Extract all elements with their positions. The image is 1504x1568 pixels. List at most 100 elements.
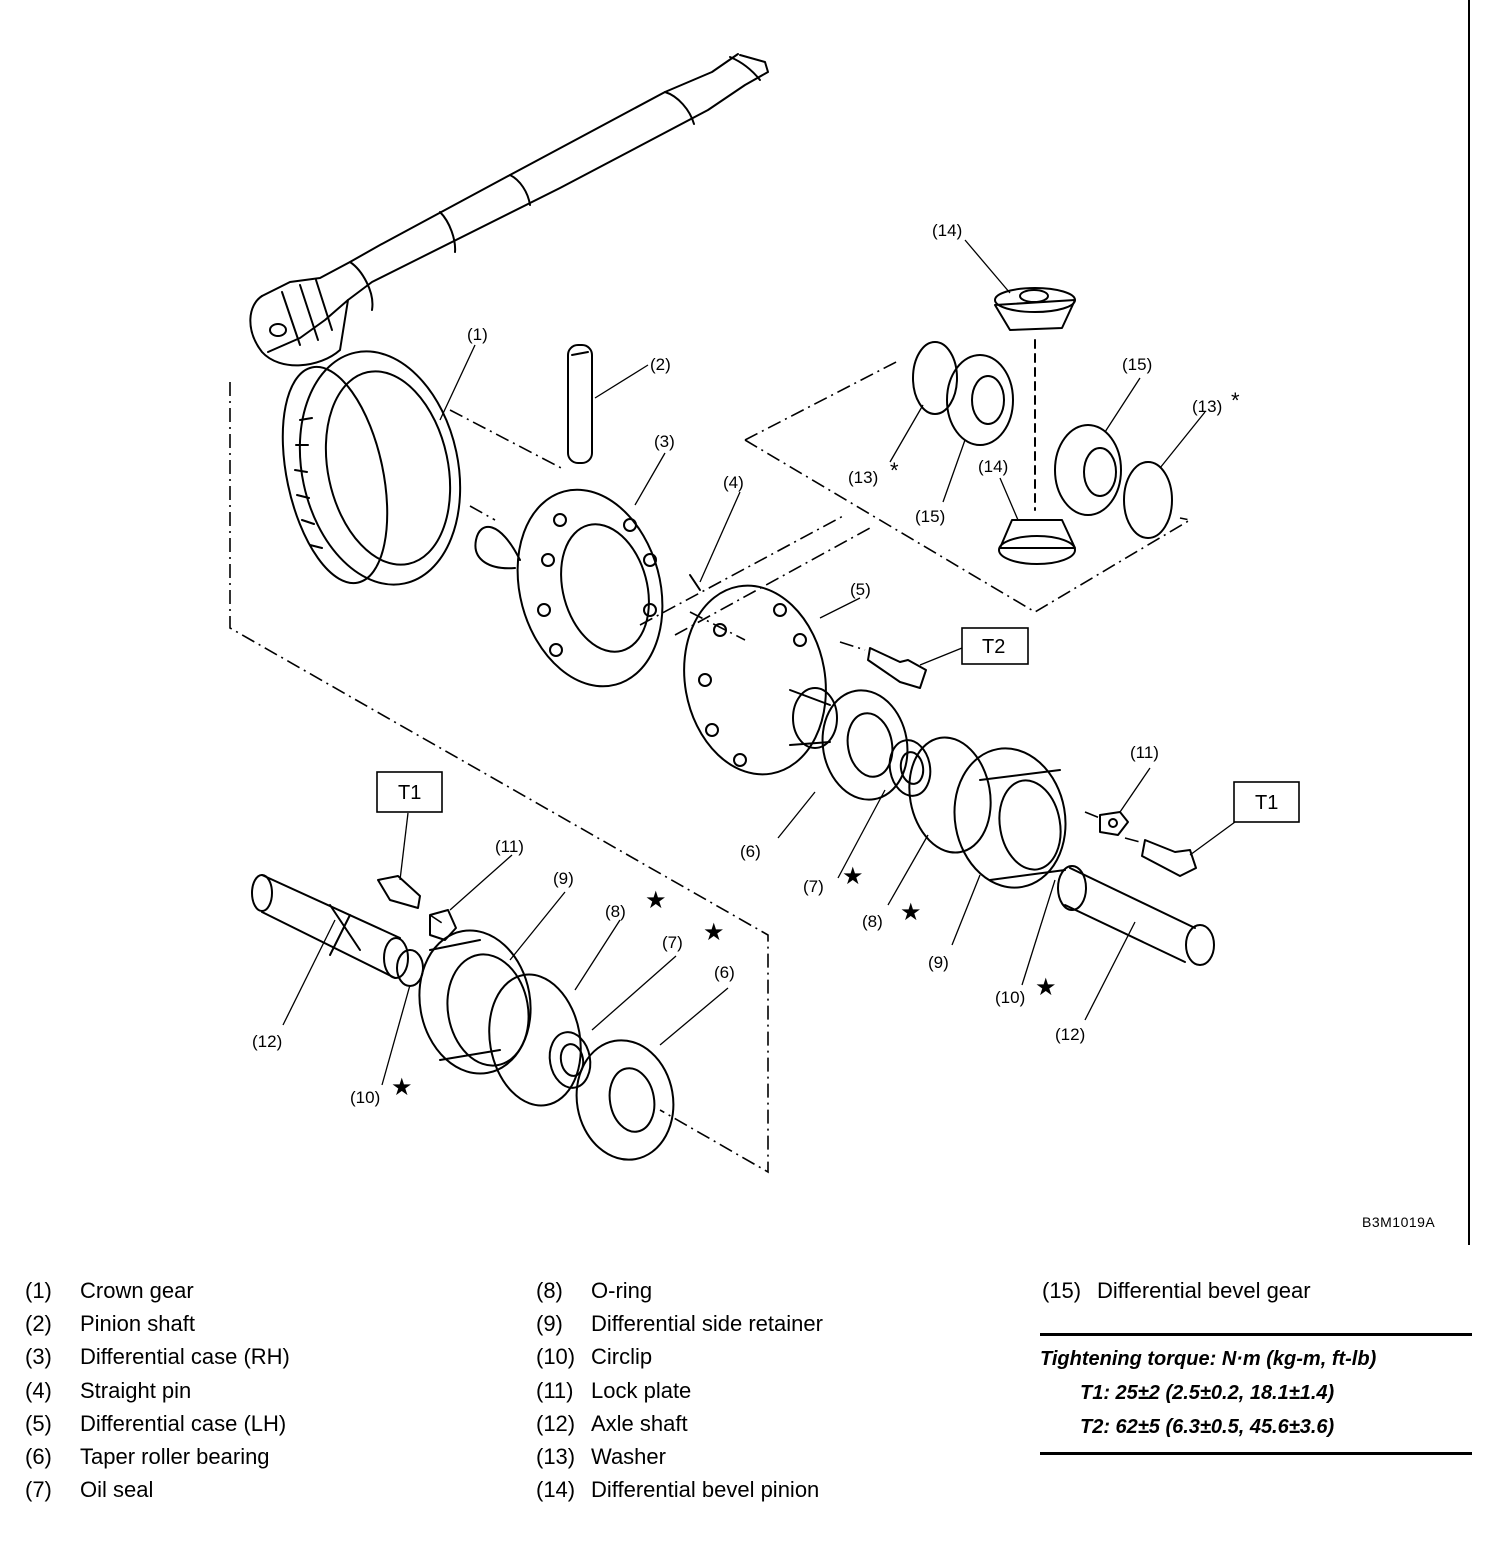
callout-3: (3): [654, 432, 675, 451]
legend-num: (2): [25, 1311, 52, 1337]
legend-num: (12): [536, 1410, 576, 1436]
callout-12-right: (12): [1055, 1025, 1085, 1044]
straight-pin: [689, 574, 701, 591]
callout-4: (4): [723, 473, 744, 492]
callout-11-right: (11): [1130, 743, 1159, 762]
legend-label: Differential side retainer: [591, 1311, 823, 1337]
callout-6-right: (6): [740, 842, 761, 861]
legend-num: (4): [25, 1377, 52, 1403]
bevel-pinion-upper: [994, 287, 1076, 331]
legend-item: (4) Straight pin: [25, 1378, 290, 1411]
bearing-lh: [575, 1039, 675, 1161]
bevel-gear-upper: [946, 354, 1014, 446]
bracket-mid: [639, 514, 871, 636]
legend-num: (9): [536, 1311, 563, 1337]
callout-2: (2): [650, 355, 671, 374]
star-8-left: ★: [645, 887, 667, 914]
drive-pinion-shaft: [249, 53, 769, 367]
callout-14-lower: (14): [978, 457, 1008, 476]
t1-box-right: [1233, 781, 1300, 823]
legend-label: Differential case (RH): [80, 1344, 290, 1370]
washer-lower: [1123, 461, 1173, 539]
legend-label: Taper roller bearing: [80, 1443, 270, 1469]
t1-label-left: T1: [398, 782, 421, 804]
legend-label: Washer: [591, 1443, 666, 1469]
legend-label: O-ring: [591, 1278, 653, 1303]
star-10-left: ★: [391, 1074, 413, 1101]
figure-id: B3M1019A: [1362, 1214, 1436, 1230]
callout-1: (1): [467, 325, 488, 344]
callout-11-left: (11): [495, 837, 524, 856]
callout-15-right: (15): [1122, 355, 1152, 374]
legend-item: (14) Differential bevel pinion: [536, 1477, 823, 1510]
right-border-line: [1468, 0, 1470, 1245]
legend-label: Pinion shaft: [80, 1311, 195, 1337]
legend-num: (14): [536, 1477, 576, 1503]
asterisk-right: *: [1231, 388, 1240, 413]
exploded-diagram: T1 T1 T2 (1) (2) (3) (4) (5) (14) (15) (…: [229, 53, 1300, 1174]
bearing-rh: [821, 689, 909, 801]
legend-label: Differential case (LH): [80, 1410, 287, 1436]
bevel-pinion-lower: [998, 519, 1076, 565]
bevel-gear-lower: [1054, 424, 1122, 516]
callout-13-left: (13): [848, 468, 878, 487]
torque-title: Tightening torque: N·m (kg-m, ft-lb): [1040, 1348, 1377, 1370]
legend-num: (15): [1042, 1278, 1082, 1303]
legend-label: Crown gear: [80, 1278, 194, 1303]
side-retainer-lh: [418, 929, 532, 1075]
lock-plate-rh: [1099, 811, 1129, 836]
legend-label: Differential bevel pinion: [591, 1477, 820, 1503]
legend-item: (5)Differential case (LH): [25, 1411, 290, 1444]
legend-label: Axle shaft: [591, 1410, 688, 1436]
t1-box-left: [376, 771, 443, 813]
callout-5: (5): [850, 580, 871, 599]
tightening-torque-panel: Tightening torque: N·m (kg-m, ft-lb) T1:…: [1040, 1333, 1472, 1455]
bracket-rh: [744, 359, 1193, 613]
star-8-right: ★: [900, 899, 922, 926]
pinion-shaft: [567, 344, 593, 464]
legend-label: Circlip: [591, 1344, 653, 1370]
legend-column-1: (1)Crown gear (2) Pinion shaft (3)Differe…: [25, 1278, 290, 1510]
legend-item: (15)Differential bevel gear: [1042, 1278, 1311, 1311]
legend-num: (6): [25, 1443, 52, 1469]
legend-num: (7): [25, 1477, 52, 1503]
legend-item: (6) Taper roller bearing: [25, 1444, 290, 1477]
legend-item: (3)Differential case (RH): [25, 1344, 290, 1377]
callout-15-left: (15): [915, 507, 945, 526]
callout-12-left: (12): [252, 1032, 282, 1051]
legend-item: (13) Washer: [536, 1444, 823, 1477]
crown-gear: [281, 350, 462, 586]
axle-shaft-lh: [251, 874, 409, 979]
axle-shaft-rh: [1057, 865, 1215, 966]
callout-6-left: (6): [714, 963, 735, 982]
callout-8-left: (8): [605, 902, 626, 921]
legend-num: (10): [536, 1344, 576, 1370]
lock-plate-lh: [429, 909, 457, 941]
legend-item: (7)Oil seal: [25, 1477, 290, 1510]
washer-upper: [912, 341, 958, 415]
top-rule: [1040, 1333, 1472, 1336]
differential-case-rh: [474, 488, 664, 688]
torque-t2: T2: 62±5 (6.3±0.5, 45.6±3.6): [1080, 1416, 1335, 1438]
legend-num: (8): [536, 1278, 563, 1303]
star-10-right: ★: [1035, 974, 1057, 1001]
callout-9-left: (9): [553, 869, 574, 888]
callout-9-right: (9): [928, 953, 949, 972]
legend-label: Lock plate: [591, 1377, 692, 1403]
bolt-rh: [1141, 839, 1197, 877]
circlip-lh: [396, 949, 424, 987]
legend-num: (13): [536, 1443, 576, 1469]
legend-label: Straight pin: [80, 1377, 192, 1403]
bracket-lh: [229, 382, 769, 1174]
legend-item: (9) Differential side retainer: [536, 1311, 823, 1344]
legend-num: (11): [536, 1377, 574, 1403]
torque-t1: T1: 25±2 (2.5±0.2, 18.1±1.4): [1080, 1382, 1335, 1404]
callout-7-right: (7): [803, 877, 824, 896]
legend-item: (1)Crown gear: [25, 1278, 290, 1311]
o-ring-rh: [908, 736, 992, 854]
callout-13-right: (13): [1192, 397, 1222, 416]
legend-item: (2) Pinion shaft: [25, 1311, 290, 1344]
callout-10-right: (10): [995, 988, 1025, 1007]
bolt-lh: [377, 875, 421, 909]
legend-item: (10) Circlip: [536, 1344, 823, 1377]
